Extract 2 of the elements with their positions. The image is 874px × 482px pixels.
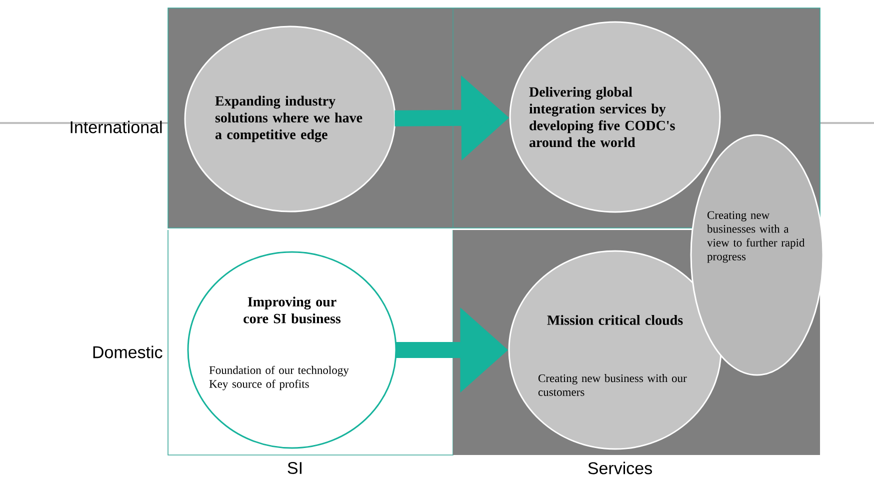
axis-label: Domestic <box>93 346 162 358</box>
axis-label: International <box>70 120 162 134</box>
